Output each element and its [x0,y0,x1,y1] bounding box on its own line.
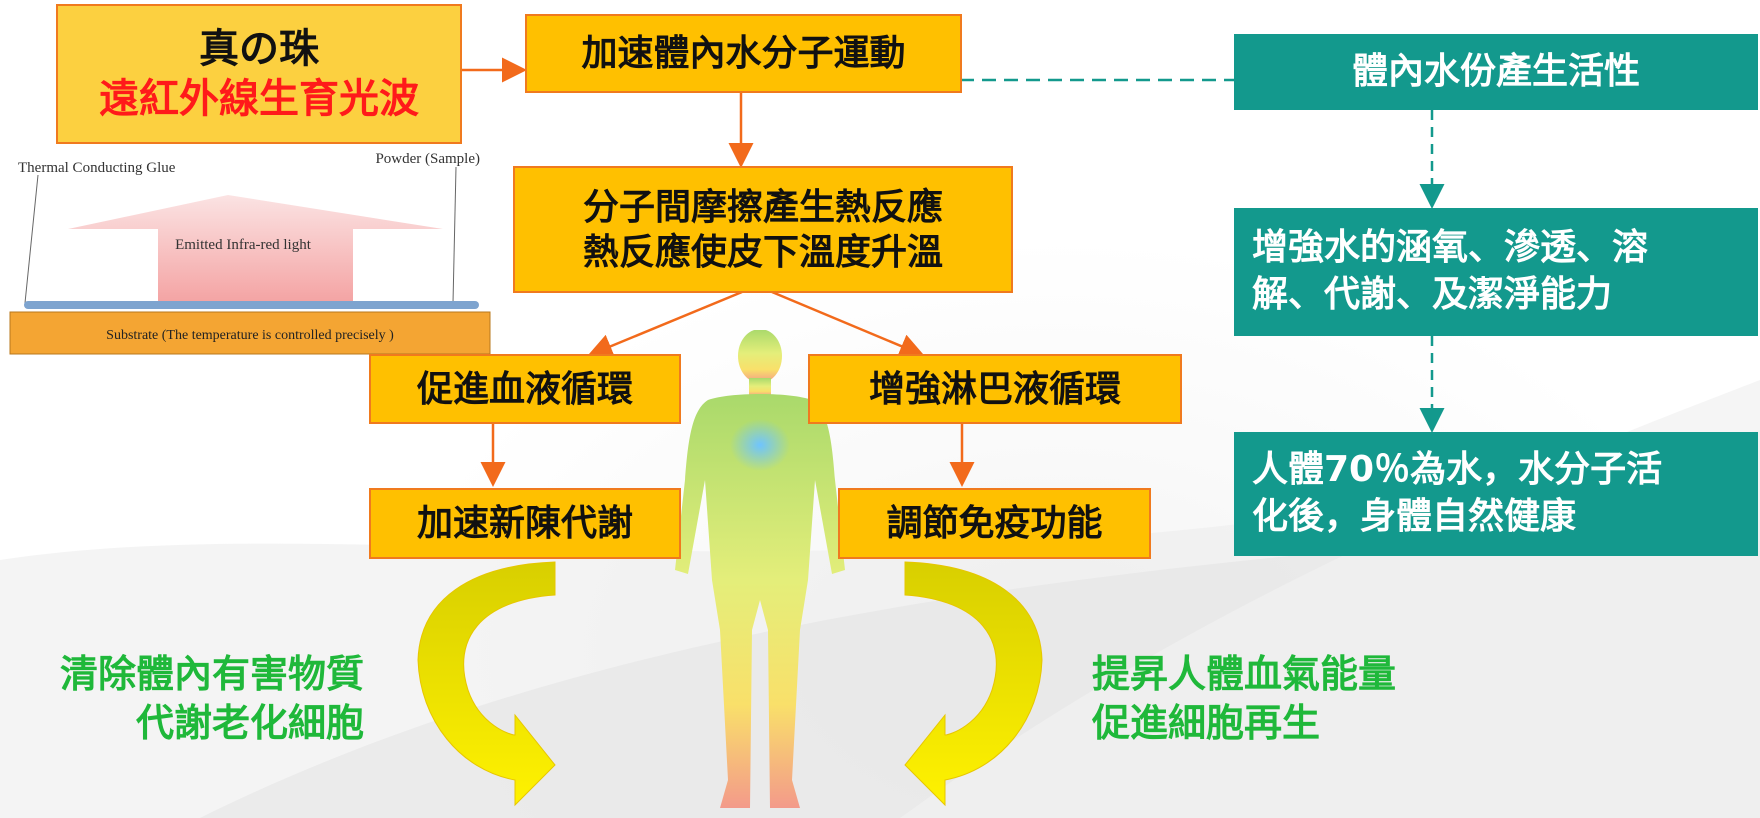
teal3-line2: 化後，身體自然健康 [1252,496,1577,537]
light-label: Emitted Infra-red light [175,237,312,253]
outcome-left-line2: 代謝老化細胞 [135,701,364,746]
teal3-line1: 人體70％為水，水分子活 [1252,449,1663,491]
water-activity-box: 體內水份產生活性 [1234,34,1758,110]
teal2-line2: 解、代謝、及潔淨能力 [1252,274,1613,315]
blood-circulation-box: 促進血液循環 [369,354,681,424]
body-health-box: 人體70％為水，水分子活 化後，身體自然健康 [1234,432,1758,556]
title-box: 真の珠 遠紅外線生育光波 [56,4,462,144]
right-b-label: 調節免疫功能 [886,503,1103,544]
immunity-box: 調節免疫功能 [838,488,1151,559]
human-figure [675,330,845,808]
step1-box: 加速體內水分子運動 [525,14,962,93]
curved-arrow-left [417,561,556,807]
metabolism-box: 加速新陳代謝 [369,488,681,559]
outcome-right-line1: 提昇人體血氣能量 [1092,652,1397,696]
infrared-arrow [68,195,443,303]
powder-label: Powder (Sample) [375,151,480,167]
left-b-label: 加速新陳代謝 [416,503,633,544]
arrow-step2-to-right [771,290,925,358]
step1-label: 加速體內水分子運動 [581,33,906,74]
powder-layer [24,301,479,309]
substrate-block [9,311,491,355]
left-a-label: 促進血液循環 [416,368,633,410]
step2-line1: 分子間摩擦產生熱反應 [582,186,943,228]
outcome-left: 清除體內有害物質 代謝老化細胞 [24,650,364,749]
glue-label: Thermal Conducting Glue [18,160,176,176]
right-a-label: 增強淋巴液循環 [868,368,1121,410]
water-ability-box: 增強水的涵氧、滲透、溶 解、代謝、及潔淨能力 [1234,208,1758,336]
curved-arrow-right [904,561,1043,807]
teal2-line1: 增強水的涵氧、滲透、溶 [1252,227,1649,269]
outcome-right: 提昇人體血氣能量 促進細胞再生 [1092,650,1452,749]
title-line2: 遠紅外線生育光波 [99,76,419,122]
teal1-label: 體內水份產生活性 [1351,50,1640,92]
lymph-circulation-box: 增強淋巴液循環 [808,354,1182,424]
step2-box: 分子間摩擦產生熱反應 熱反應使皮下溫度升溫 [513,166,1013,293]
outcome-left-line1: 清除體內有害物質 [59,652,364,696]
outcome-right-line2: 促進細胞再生 [1092,701,1321,746]
title-line1: 真の珠 [199,26,319,72]
infrared-inset-diagram: Emitted Infra-red light Thermal Conducti… [9,151,491,355]
step2-line2: 熱反應使皮下溫度升溫 [582,231,943,273]
arrow-step2-to-left [587,290,743,358]
substrate-label: Substrate (The temperature is controlled… [106,328,394,343]
